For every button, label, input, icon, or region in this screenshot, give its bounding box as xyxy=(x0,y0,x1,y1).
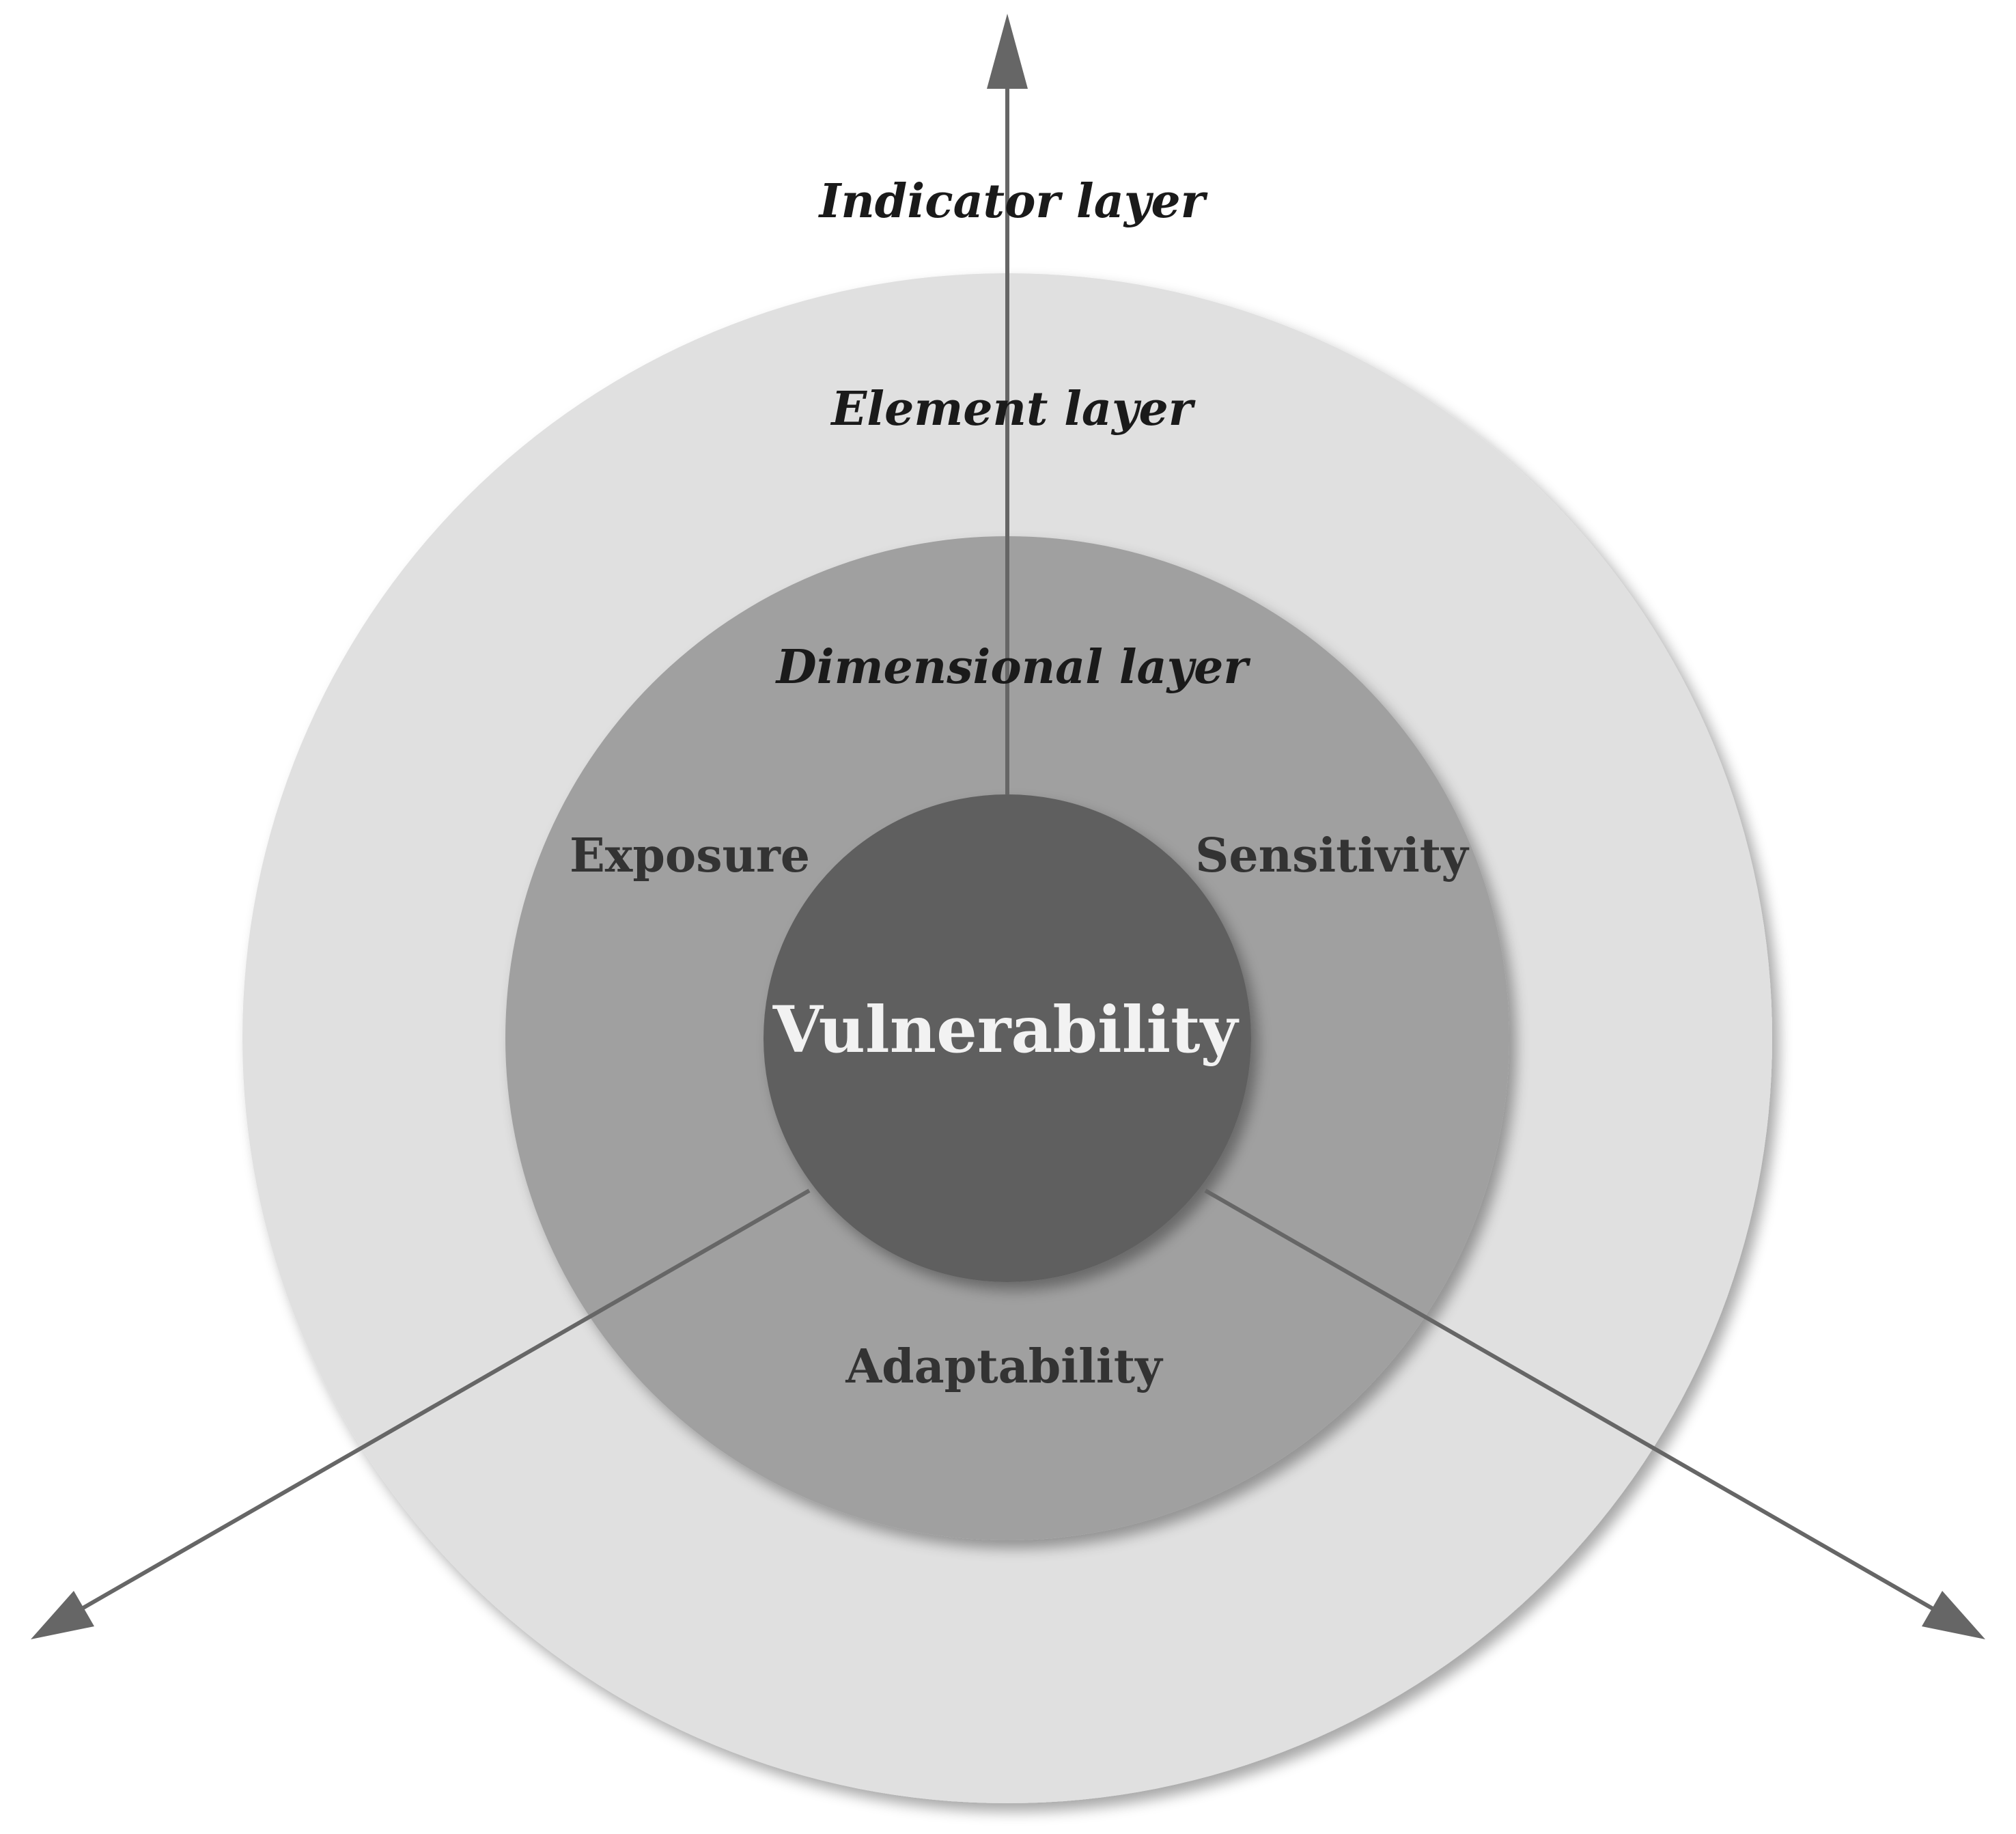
arrow-left-shaft xyxy=(81,1189,811,1611)
sensitivity-label: Sensitivity xyxy=(1195,829,1470,883)
adaptability-label: Adaptability xyxy=(845,1339,1164,1394)
element-layer-label: Element layer xyxy=(830,382,1195,436)
arrow-left-head xyxy=(31,1591,94,1639)
arrow-up-head xyxy=(987,14,1028,89)
vulnerability-core-circle xyxy=(764,794,1251,1282)
indicator-layer-label: Indicator layer xyxy=(818,174,1208,229)
arrow-right-head xyxy=(1922,1591,1985,1639)
dimensional-layer-label: Dimensional layer xyxy=(775,640,1251,695)
exposure-label: Exposure xyxy=(570,829,810,883)
arrow-right-shaft xyxy=(1204,1189,1934,1611)
vulnerability-label: Vulnerability xyxy=(772,992,1240,1068)
